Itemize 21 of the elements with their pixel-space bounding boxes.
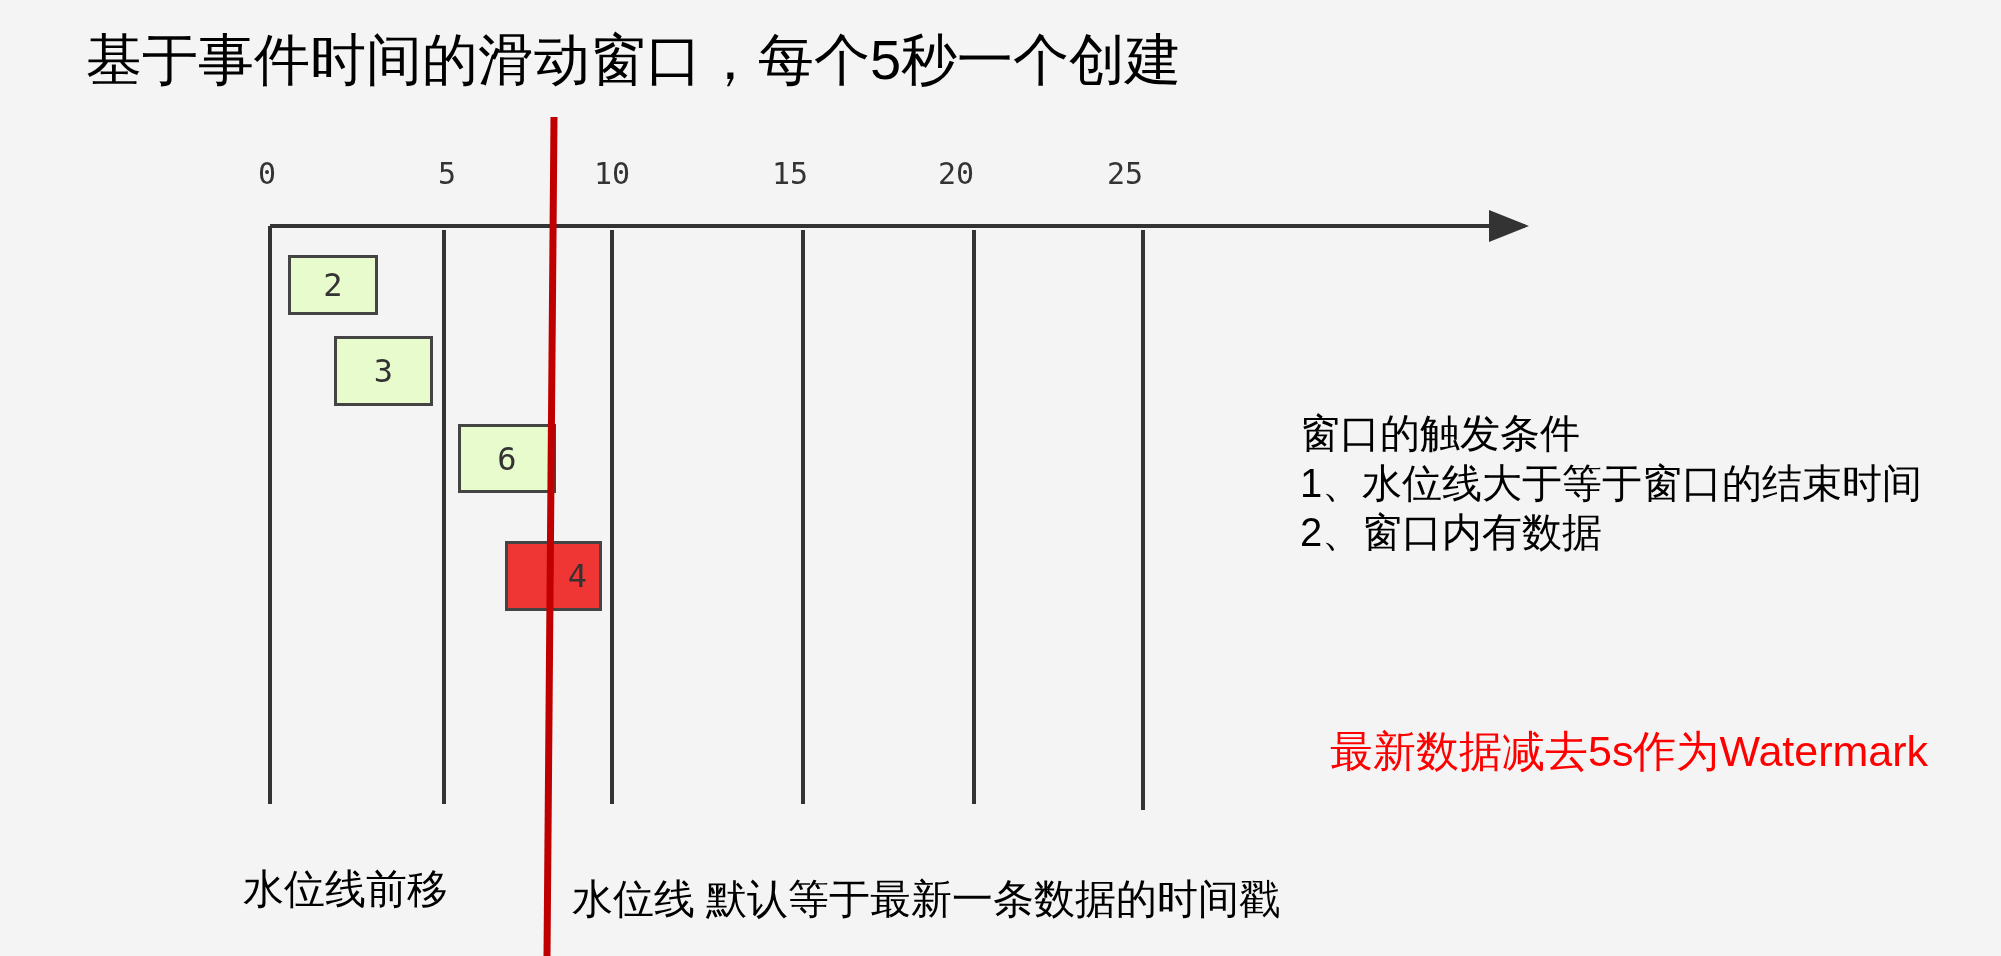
- tick-label: 0: [258, 157, 277, 192]
- event-timestamp: 6: [497, 439, 517, 478]
- tick-label: 5: [438, 157, 457, 192]
- tick-label: 20: [938, 157, 975, 192]
- annotation-text: 最新数据减去5s作为Watermark: [1330, 727, 1929, 777]
- annotation-text: 水位线前移: [243, 866, 448, 914]
- title: 基于事件时间的滑动窗口，每个5秒一个创建: [86, 28, 1182, 93]
- event-box: [458, 424, 556, 493]
- tick-label: 10: [594, 157, 631, 192]
- note-text: 1、水位线大于等于窗口的结束时间: [1300, 460, 1923, 506]
- annotation-text: 水位线 默认等于最新一条数据的时间戳: [572, 876, 1281, 924]
- event-box: [288, 255, 378, 315]
- event-timestamp: 2: [323, 266, 343, 304]
- tick-label: 25: [1107, 157, 1144, 192]
- event-timestamp: 3: [373, 352, 394, 390]
- tick-label: 15: [772, 157, 809, 192]
- note-text: 2、窗口内有数据: [1300, 509, 1603, 555]
- note-text: 窗口的触发条件: [1300, 410, 1580, 456]
- event-timestamp: 4: [567, 557, 587, 595]
- event-box: [334, 336, 433, 406]
- event-box: [505, 541, 602, 611]
